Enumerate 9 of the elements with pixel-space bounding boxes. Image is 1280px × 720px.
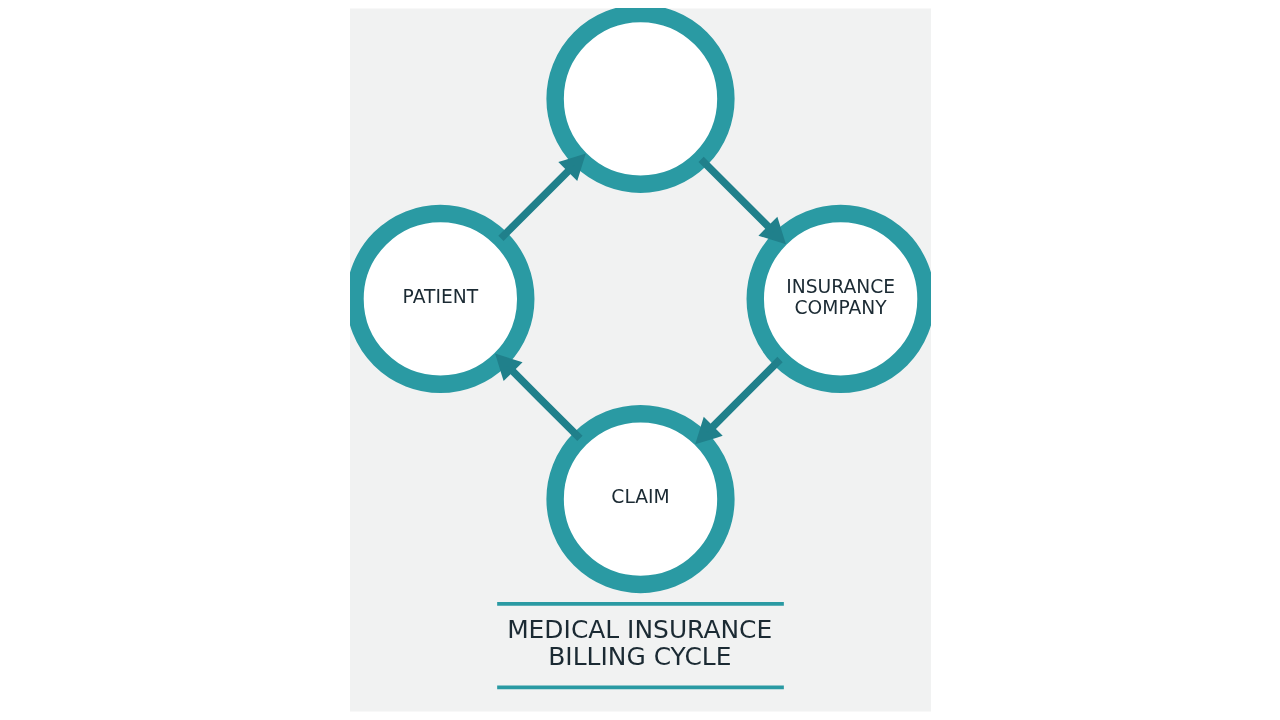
arrow xyxy=(494,353,583,442)
node-circle: INSURANCE COMPANY xyxy=(746,204,931,394)
diagram-title: MEDICAL INSURANCE BILLING CYCLE xyxy=(506,615,772,672)
arrow xyxy=(497,153,586,241)
node-circle: CLAIM xyxy=(545,404,735,594)
node-circle xyxy=(545,8,735,193)
node-circle: PATIENT xyxy=(349,204,534,394)
arrow xyxy=(697,156,786,245)
arrow xyxy=(694,356,783,445)
